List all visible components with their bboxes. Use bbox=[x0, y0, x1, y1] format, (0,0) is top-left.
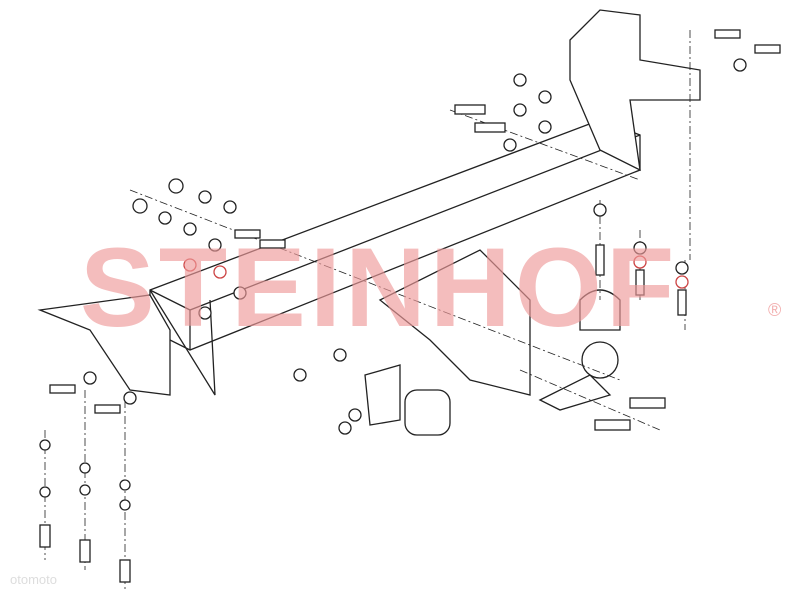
right-bracket bbox=[569, 9, 701, 172]
registered-mark: ® bbox=[768, 300, 782, 320]
marketplace-watermark: otomoto bbox=[10, 572, 57, 587]
tow-ball bbox=[538, 289, 621, 411]
left-bracket bbox=[37, 289, 216, 396]
hardware bbox=[39, 29, 781, 583]
center-bracket bbox=[378, 249, 531, 396]
electrical-socket bbox=[364, 364, 451, 436]
steinhof-watermark: STEINHOF bbox=[80, 225, 679, 350]
